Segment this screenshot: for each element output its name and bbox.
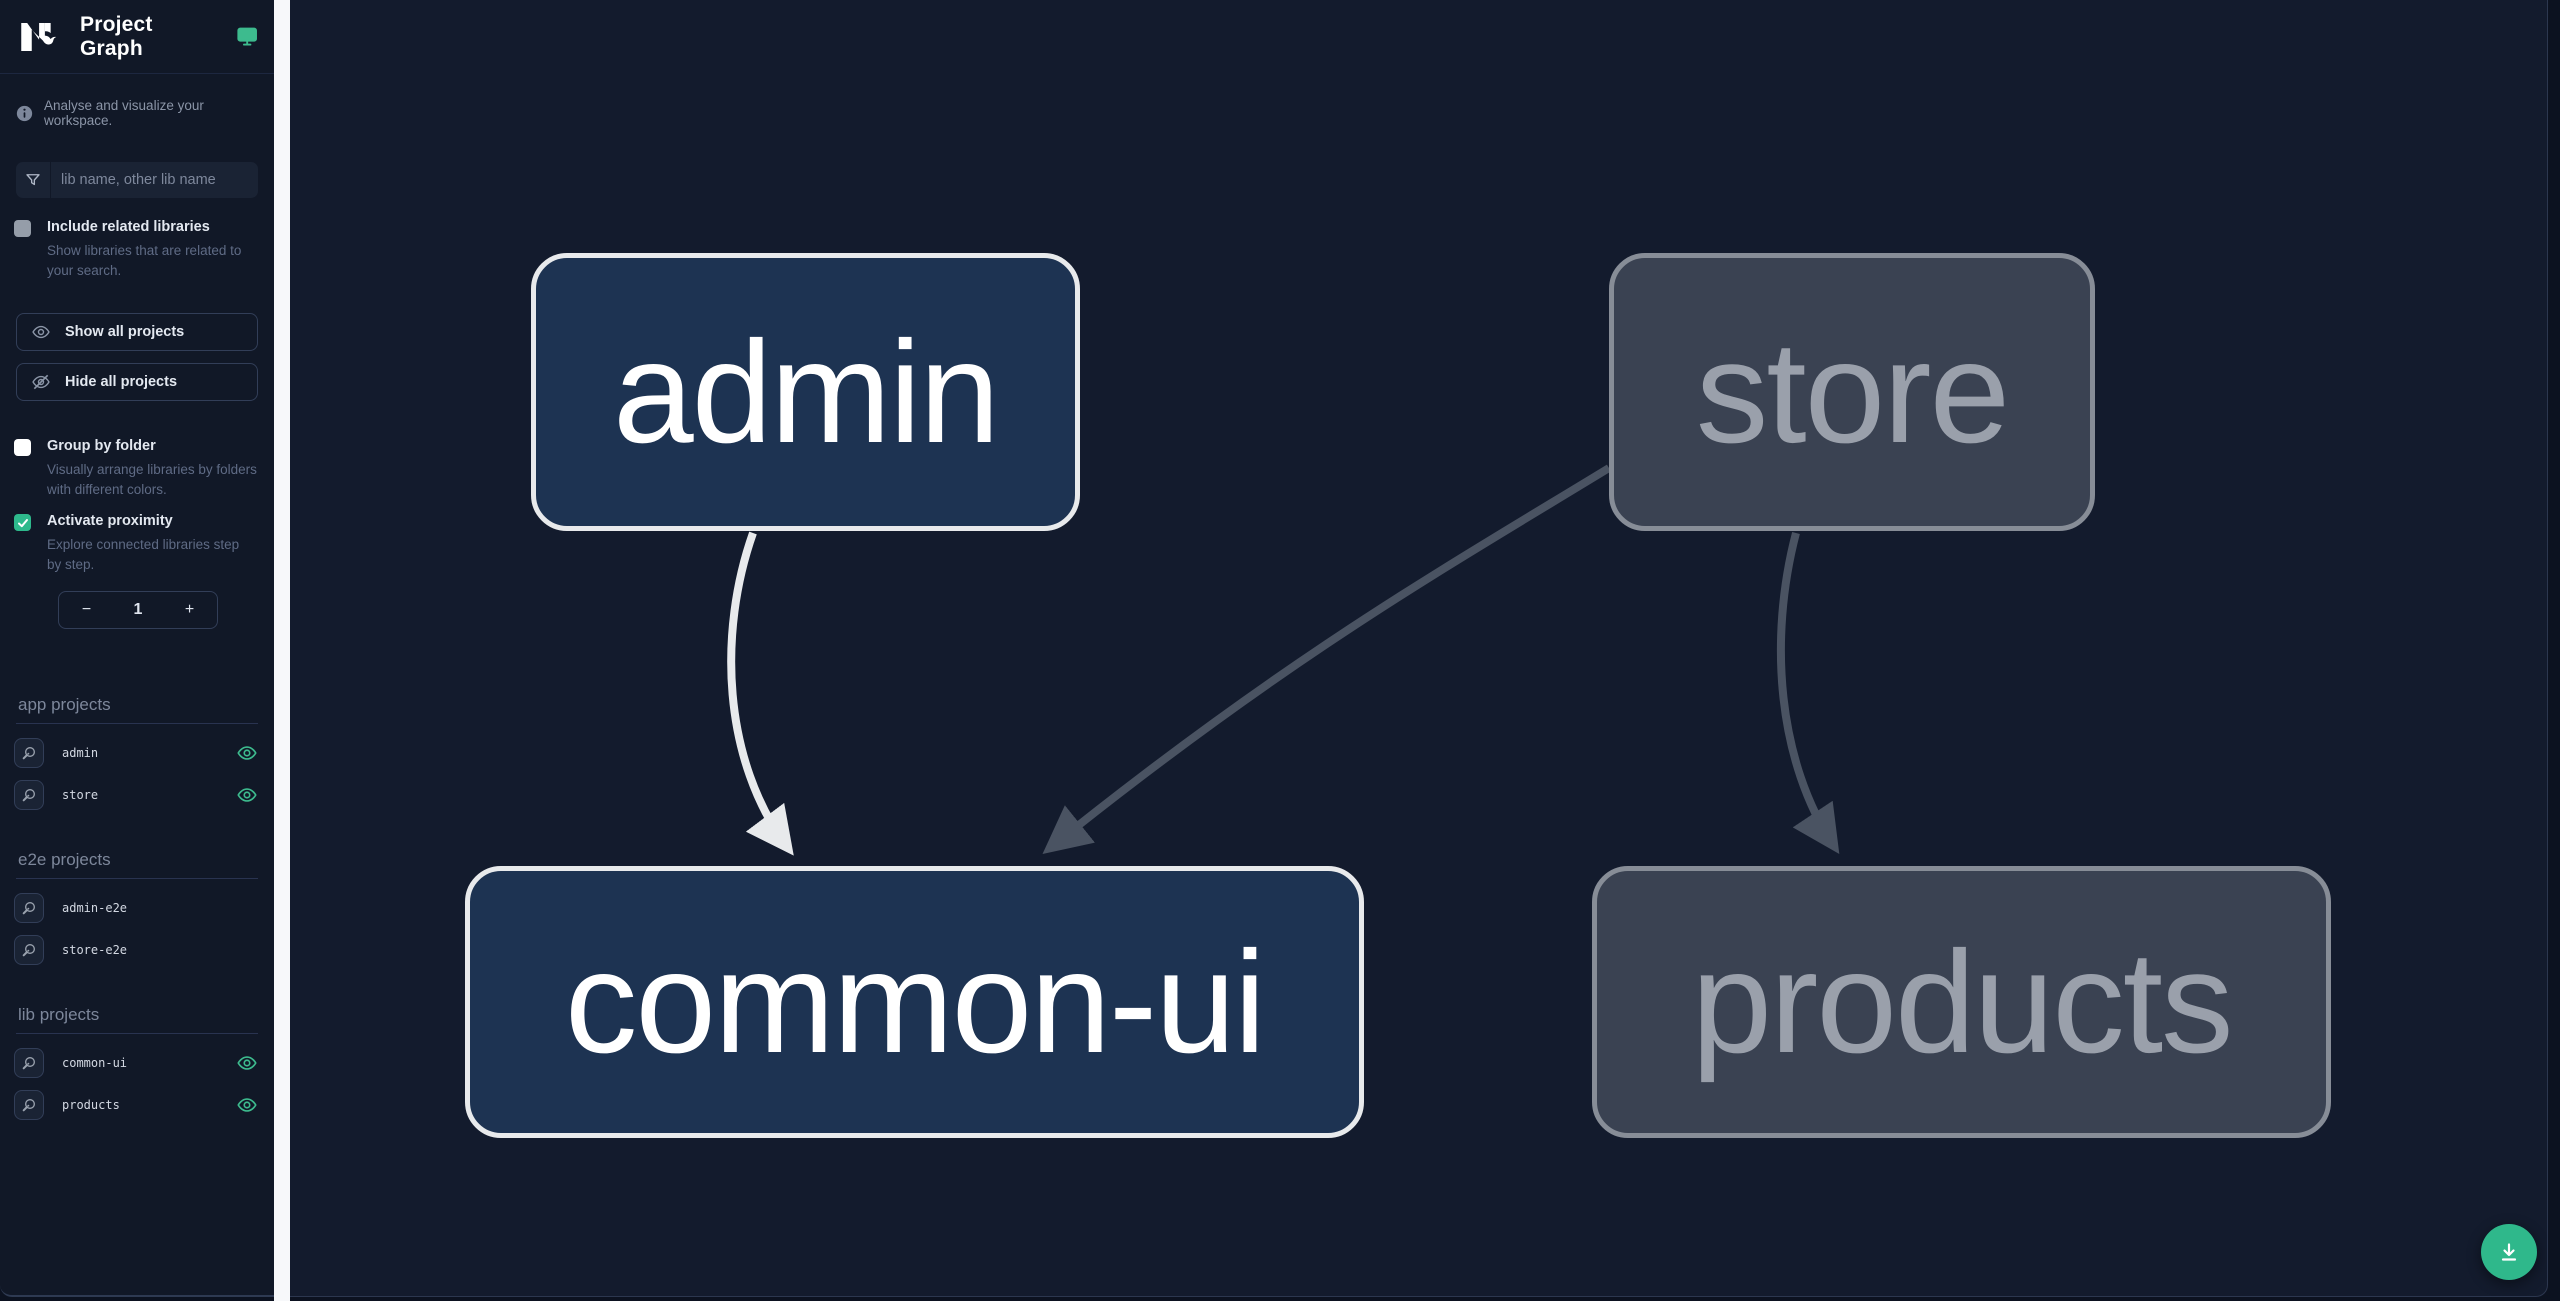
edge-store-to-products[interactable] [1776,531,1840,854]
focus-icon [22,747,35,760]
toggle-visibility-eye-icon[interactable] [236,742,258,764]
filter-box [16,162,258,198]
show-all-projects-label: Show all projects [65,324,185,341]
project-row-products: products [14,1090,258,1121]
edge-admin-to-common-ui[interactable] [727,531,794,856]
project-row-admin-e2e: admin-e2e [14,893,258,924]
workspace-tagline: Analyse and visualize your workspace. [16,98,258,128]
desktop-monitor-icon[interactable] [236,25,258,48]
include-related-label: Include related libraries [47,219,210,235]
node-label: admin [613,310,1000,473]
group-by-folder-row[interactable]: Group by folder Visually arrange librari… [14,437,260,500]
group-by-folder-label: Group by folder [47,438,156,455]
node-label: store [1695,310,2010,473]
group-by-folder-description: Visually arrange libraries by folders wi… [47,461,257,497]
project-row-store-e2e: store-e2e [14,935,258,966]
check-icon [17,518,28,527]
page-title: Project Graph [80,12,153,60]
graph-node-common-ui[interactable]: common-ui [465,866,1364,1138]
info-icon [16,105,33,121]
funnel-icon [16,162,51,198]
include-related-row[interactable]: Include related libraries Show libraries… [14,218,260,281]
activate-proximity-checkbox[interactable] [14,514,31,532]
activate-proximity-description: Explore connected libraries step by step… [47,536,240,572]
proximity-stepper: − 1 + [58,591,218,630]
edge-store-to-common-ui[interactable] [1042,464,1612,855]
focus-icon [22,1057,35,1070]
group-by-folder-checkbox[interactable] [14,439,31,457]
focus-project-button[interactable] [14,935,44,966]
toggle-visibility-eye-icon[interactable] [236,1052,258,1074]
project-name: products [62,1098,120,1113]
focus-icon [22,902,35,915]
proximity-value: 1 [133,601,143,619]
proximity-increment-button[interactable]: + [162,592,217,628]
focus-icon [22,1099,35,1112]
sidebar: Project Graph Analyse and visualize your… [0,0,274,1297]
project-row-admin: admin [14,738,258,769]
graph-node-store[interactable]: store [1609,253,2095,531]
eye-icon [32,325,50,339]
activate-proximity-row[interactable]: Activate proximity Explore connected lib… [14,512,260,575]
focus-icon [22,944,35,957]
focus-project-button[interactable] [14,1090,44,1121]
project-name: store-e2e [62,943,128,958]
include-related-description: Show libraries that are related to your … [47,242,242,278]
project-name: admin-e2e [62,901,128,916]
project-row-common-ui: common-ui [14,1048,258,1079]
activate-proximity-label: Activate proximity [47,513,173,530]
proximity-decrement-button[interactable]: − [59,592,114,628]
graph-canvas[interactable]: admin store common-ui products [290,0,2548,1297]
graph-node-products[interactable]: products [1592,866,2331,1138]
download-icon [2501,1243,2517,1261]
section-header-lib-projects: lib projects [16,1005,258,1035]
hide-all-projects-label: Hide all projects [65,374,178,391]
tagline-text: Analyse and visualize your workspace. [44,98,204,128]
toggle-visibility-eye-icon[interactable] [236,1094,258,1116]
hide-all-projects-button[interactable]: Hide all projects [16,363,258,402]
filter-input[interactable] [51,162,258,198]
sidebar-header: Project Graph [0,0,274,74]
focus-project-button[interactable] [14,1048,44,1079]
project-name: common-ui [62,1056,128,1071]
nx-logo-icon [21,22,57,51]
eye-off-icon [32,374,50,390]
section-header-e2e-projects: e2e projects [16,850,258,880]
node-label: common-ui [564,920,1266,1083]
focus-project-button[interactable] [14,780,44,811]
sidebar-resize-gutter[interactable] [274,0,290,1301]
toggle-visibility-eye-icon[interactable] [236,784,258,806]
project-row-store: store [14,780,258,811]
project-name: admin [62,746,99,761]
include-related-checkbox[interactable] [14,220,31,237]
focus-project-button[interactable] [14,738,44,769]
focus-project-button[interactable] [14,893,44,924]
edges-layer [727,464,1840,856]
section-header-app-projects: app projects [16,695,258,725]
graph-node-admin[interactable]: admin [531,253,1080,531]
node-label: products [1691,920,2233,1083]
show-all-projects-button[interactable]: Show all projects [16,313,258,352]
focus-icon [22,789,35,802]
project-name: store [62,788,99,803]
download-graph-button[interactable] [2481,1224,2537,1280]
